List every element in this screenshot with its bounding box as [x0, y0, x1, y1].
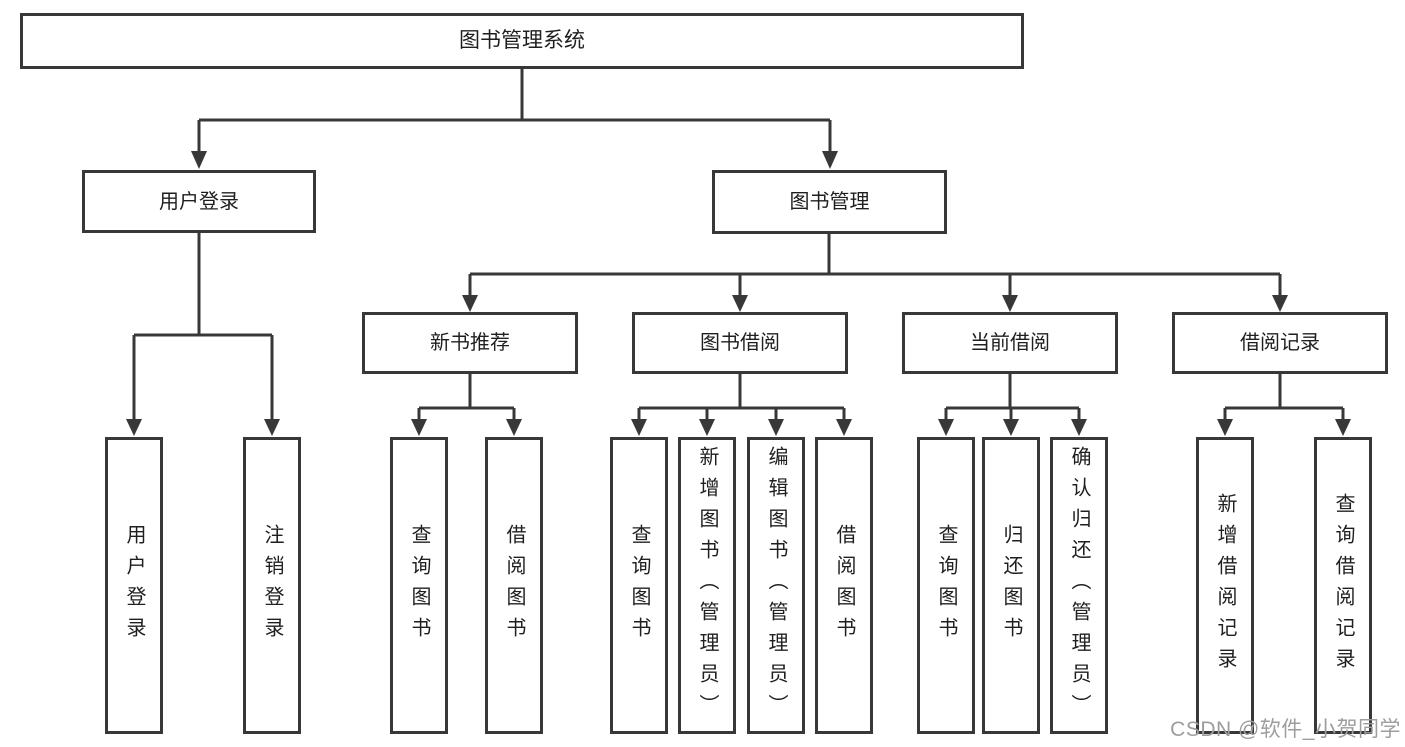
- node-book-borrow: 图书借阅: [632, 312, 848, 374]
- node-user-login: 用户登录: [82, 170, 316, 233]
- leaf-query-borrow-record: 查询借阅记录: [1314, 437, 1372, 734]
- csdn-watermark: CSDN @软件_小贺同学: [1170, 718, 1401, 741]
- leaf-user-login: 用户登录: [105, 437, 163, 734]
- leaf-borrow-books-newrec: 借阅图书: [485, 437, 543, 734]
- node-book-management: 图书管理: [712, 170, 947, 234]
- leaf-query-books-newrec: 查询图书: [390, 437, 448, 734]
- leaf-query-books-current: 查询图书: [917, 437, 975, 734]
- leaf-add-book-admin: 新增图书（管理员）: [678, 437, 736, 734]
- leaf-return-book: 归还图书: [982, 437, 1040, 734]
- leaf-query-books-borrow: 查询图书: [610, 437, 668, 734]
- node-current-borrow: 当前借阅: [902, 312, 1118, 374]
- leaf-borrow-books: 借阅图书: [815, 437, 873, 734]
- node-new-book-recommend: 新书推荐: [362, 312, 578, 374]
- leaf-logout: 注销登录: [243, 437, 301, 734]
- leaf-add-borrow-record: 新增借阅记录: [1196, 437, 1254, 734]
- node-root-system: 图书管理系统: [20, 13, 1024, 69]
- node-borrow-records: 借阅记录: [1172, 312, 1388, 374]
- leaf-edit-book-admin: 编辑图书（管理员）: [747, 437, 805, 734]
- leaf-confirm-return-admin: 确认归还（管理员）: [1050, 437, 1108, 734]
